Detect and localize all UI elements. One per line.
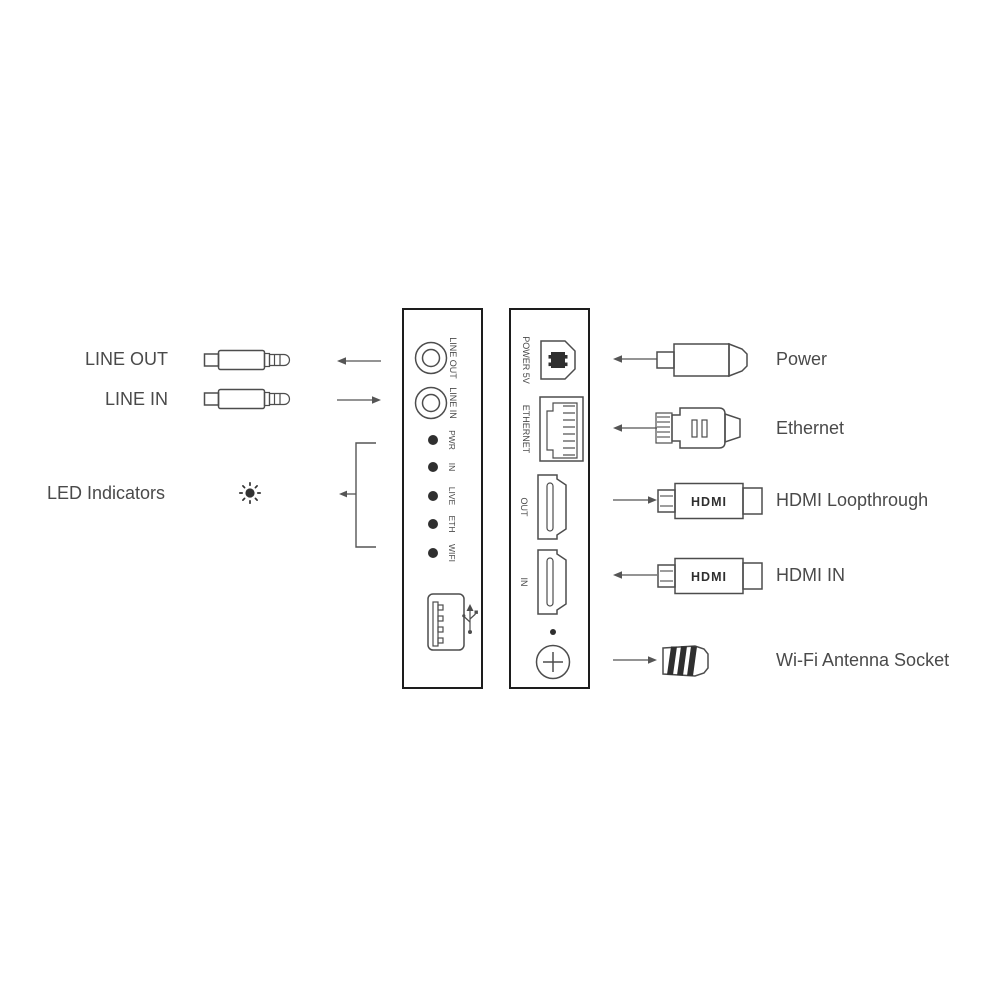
front-panel-line-out-label: LINE OUT (448, 337, 458, 379)
hdmi-in-annotation: HDMI IN (776, 565, 845, 585)
line-in-jack (414, 386, 448, 420)
led-live (428, 491, 438, 501)
front-panel-line-in-label: LINE IN (448, 387, 458, 419)
arrow-wifi-antenna (613, 656, 657, 664)
ethernet-port (539, 396, 584, 462)
led-pwr-label: PWR (447, 430, 457, 450)
hdmi-in-port (537, 549, 567, 615)
rear-panel-hdmi-in-label: IN (519, 578, 529, 587)
led-glow-icon (238, 481, 262, 505)
led-eth-label: ETH (447, 516, 457, 533)
antenna-socket (535, 644, 571, 680)
front-panel: LINE OUT LINE IN PWR IN LIVE ETH WIFI (402, 308, 483, 689)
usb-b-power-port (540, 340, 576, 380)
hdmi-loopthrough-plug-icon: HDMI (657, 482, 763, 520)
power-plug-icon (656, 342, 748, 378)
hdmi-in-plug-icon: HDMI (657, 557, 763, 595)
rear-panel-hdmi-out-label: OUT (519, 498, 529, 518)
line-in-annotation: LINE IN (104, 389, 168, 409)
arrow-line-out (337, 357, 381, 365)
usb-a-port (427, 593, 465, 651)
reset-hole (550, 629, 556, 635)
arrow-hdmi-in (613, 571, 657, 579)
led-wifi (428, 548, 438, 558)
ethernet-plug-icon (655, 407, 741, 449)
hdmi-loopthrough-annotation: HDMI Loopthrough (776, 490, 929, 510)
rear-panel: POWER 5V ETHERNET OUT IN (509, 308, 590, 689)
usb-icon (462, 604, 478, 634)
led-wifi-label: WIFI (447, 544, 457, 562)
audio-jack-line-in-icon (203, 388, 291, 410)
wifi-antenna-screw-icon (662, 645, 709, 677)
led-bracket (339, 442, 376, 548)
led-indicators-annotation: LED Indicators (47, 483, 166, 503)
arrow-hdmi-loopthrough (613, 496, 657, 504)
audio-jack-line-out-icon (203, 349, 291, 371)
hdmi-out-port (537, 474, 567, 540)
hdmi-logo-text: HDMI (691, 570, 727, 584)
rear-panel-ethernet-label: ETHERNET (521, 405, 531, 454)
led-eth (428, 519, 438, 529)
led-pwr (428, 435, 438, 445)
arrow-line-in (337, 396, 381, 404)
hdmi-logo-text: HDMI (691, 495, 727, 509)
arrow-ethernet (613, 424, 657, 432)
led-live-label: LIVE (447, 487, 457, 506)
led-in (428, 462, 438, 472)
line-out-jack (414, 341, 448, 375)
rear-panel-power-label: POWER 5V (521, 336, 531, 384)
led-in-label: IN (447, 463, 457, 472)
power-annotation: Power (776, 349, 828, 369)
wifi-antenna-annotation: Wi-Fi Antenna Socket (776, 650, 950, 670)
arrow-power (613, 355, 657, 363)
ethernet-annotation: Ethernet (776, 418, 845, 438)
line-out-annotation: LINE OUT (84, 349, 168, 369)
